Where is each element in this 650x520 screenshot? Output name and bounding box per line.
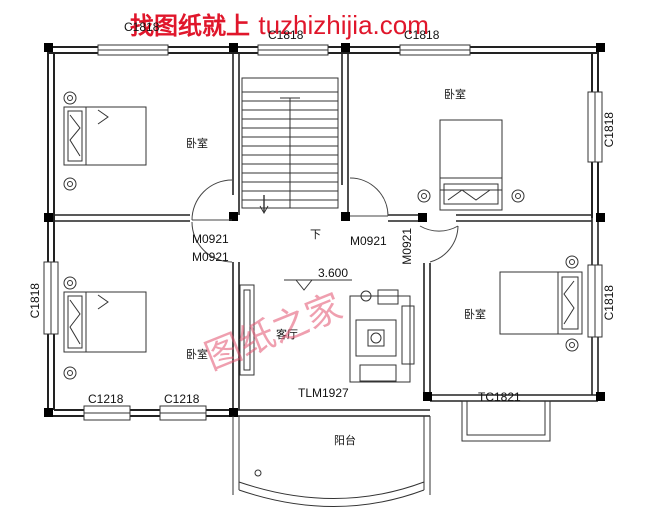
interior-walls: [54, 53, 599, 417]
room-label-balcony: 阳台: [334, 434, 356, 447]
window-label-bottom-2: C1218: [164, 392, 200, 406]
bed-bottom-left: [63, 276, 147, 380]
room-label-living-room: 客厅: [276, 328, 298, 341]
banner-url: tuzhizhijia.com: [258, 10, 429, 40]
window-label-top-left: C1818: [124, 20, 160, 34]
balcony: [232, 416, 431, 507]
wall-columns: [44, 43, 605, 417]
bed-top-right: [417, 119, 525, 211]
windows: [43, 44, 603, 421]
elevation-marker: [284, 279, 352, 291]
balcony-door-label: TLM1927: [298, 386, 349, 400]
bay-window-label: TC1821: [478, 390, 521, 404]
window-label-bottom-1: C1218: [88, 392, 124, 406]
bay-window: [461, 400, 551, 442]
window-label-left: C1818: [28, 283, 42, 319]
window-label-top-right: C1818: [404, 28, 440, 42]
stair-down-label: 下: [310, 228, 321, 241]
living-room-furniture: [239, 284, 415, 383]
door-label-3: M0921: [350, 234, 387, 248]
window-label-right-bottom: C1818: [602, 285, 616, 321]
stairs: [241, 77, 339, 215]
room-label-bedroom-bottom-left: 卧室: [186, 348, 208, 361]
bed-top-left: [63, 91, 147, 191]
door-label-2: M0921: [192, 250, 229, 264]
room-label-bedroom-top-left: 卧室: [186, 137, 208, 150]
room-label-bedroom-right: 卧室: [464, 308, 486, 321]
bed-right: [499, 255, 583, 352]
window-label-right-top: C1818: [602, 112, 616, 148]
door-label-4: M0921: [400, 228, 414, 265]
door-label-1: M0921: [192, 232, 229, 246]
watermark-banner: 找图纸就上 tuzhizhijia.com: [130, 6, 429, 41]
door-swings: [191, 177, 459, 263]
elevation-label: 3.600: [318, 266, 349, 280]
window-label-top-mid: C1818: [268, 28, 304, 42]
banner-prefix: 找图纸就上: [130, 12, 250, 40]
room-label-bedroom-top-right: 卧室: [444, 88, 466, 101]
outer-walls: [47, 46, 599, 417]
